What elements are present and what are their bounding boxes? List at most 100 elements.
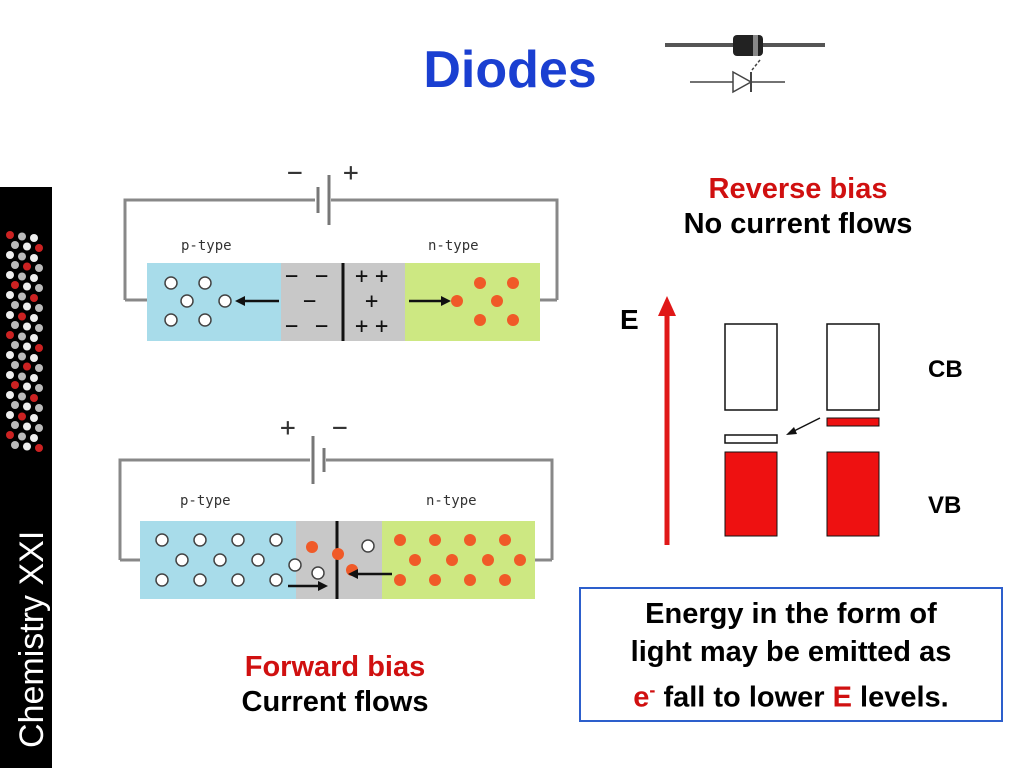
molecule-atom	[6, 411, 14, 419]
molecule-atom	[11, 241, 19, 249]
diode-symbol-illustration	[665, 35, 825, 94]
molecule-atom	[18, 272, 26, 281]
molecule-atom	[18, 292, 26, 301]
callout-middle-text: fall to lower	[655, 681, 833, 714]
callout-end-text: levels.	[851, 681, 949, 714]
diode-component-icon	[733, 35, 763, 56]
svg-text:−: −	[315, 314, 328, 339]
molecule-atom	[18, 392, 26, 401]
transition-arrow	[791, 417, 821, 433]
molecule-atom	[35, 344, 43, 352]
occupied-level-right	[826, 417, 880, 427]
valence-band-left	[724, 451, 778, 537]
callout-line-3: e- fall to lower E levels.	[581, 671, 1001, 717]
molecule-atom	[23, 302, 31, 311]
svg-text:+: +	[375, 264, 388, 289]
n-type-label: n-type	[426, 493, 477, 509]
holes-group	[164, 276, 232, 327]
molecule-atom	[30, 314, 38, 322]
molecule-atom	[6, 231, 14, 239]
reverse-bias-junction-diagram: − + p-type n-type −− − −− ++ + ++	[123, 158, 559, 341]
molecule-atom	[6, 431, 14, 439]
electron-symbol: e	[633, 681, 650, 714]
molecule-atom	[11, 281, 19, 289]
callout-line-1: Energy in the form of	[645, 598, 937, 630]
energy-axis-label: E	[620, 304, 639, 335]
svg-text:−: −	[285, 264, 298, 289]
molecule-atom	[30, 234, 38, 242]
molecule-atom	[6, 371, 14, 379]
molecule-atom	[30, 274, 38, 282]
svg-text:+: +	[365, 289, 378, 314]
molecule-atom	[30, 394, 38, 402]
electrons-group	[306, 534, 526, 586]
molecule-atom	[23, 382, 31, 391]
molecule-atom	[11, 381, 19, 389]
svg-text:+: +	[355, 314, 368, 339]
battery-plus-sign: +	[280, 413, 296, 443]
molecule-atom	[18, 232, 26, 241]
n-region	[382, 521, 535, 599]
electron-superscript: -	[649, 680, 656, 700]
electrons-group	[451, 277, 519, 326]
callout-line-2: light may be emitted as	[630, 636, 952, 668]
molecule-atom	[23, 242, 31, 251]
vb-label: VB	[928, 492, 962, 519]
molecule-atom	[35, 404, 43, 412]
conduction-band-left	[724, 323, 778, 411]
molecule-atom	[18, 412, 26, 421]
molecule-atom	[23, 262, 31, 271]
molecule-atom	[23, 282, 31, 291]
molecule-atom	[6, 351, 14, 359]
molecule-atom	[11, 321, 19, 329]
energy-band-diagram	[658, 296, 880, 545]
molecule-atom	[23, 342, 31, 351]
reverse-bias-subtitle: No current flows	[683, 208, 913, 240]
molecule-atom	[18, 312, 26, 321]
molecule-atom	[30, 254, 38, 262]
molecule-atom	[35, 384, 43, 392]
molecule-atom	[35, 284, 43, 292]
molecule-atom	[30, 374, 38, 382]
diode-schematic-icon	[732, 70, 753, 94]
valence-band-right	[826, 451, 880, 537]
page-title: Diodes	[423, 41, 597, 99]
p-type-label: p-type	[180, 493, 231, 509]
molecule-atom	[35, 364, 43, 372]
n-type-label: n-type	[428, 238, 479, 254]
molecule-atom	[35, 244, 43, 252]
molecule-atom	[23, 422, 31, 431]
molecule-atom	[6, 271, 14, 279]
molecule-atom	[35, 424, 43, 432]
svg-text:−: −	[315, 264, 328, 289]
molecule-atom	[18, 372, 26, 381]
molecule-atom	[6, 251, 14, 259]
svg-text:+: +	[375, 314, 388, 339]
molecule-atom	[30, 414, 38, 422]
sidebar-label: Chemistry XXI	[13, 530, 51, 748]
cb-label: CB	[928, 356, 963, 383]
reverse-bias-caption: Reverse bias No current flows	[640, 172, 956, 242]
molecule-atom	[11, 261, 19, 269]
molecule-atom	[30, 434, 38, 442]
molecule-atom	[23, 402, 31, 411]
molecule-atom	[6, 331, 14, 339]
molecule-chain-icon	[6, 231, 43, 452]
reverse-bias-title: Reverse bias	[708, 173, 888, 205]
molecule-atom	[18, 432, 26, 441]
molecule-atom	[18, 332, 26, 341]
molecule-atom	[11, 361, 19, 369]
svg-text:−: −	[285, 314, 298, 339]
forward-bias-caption: Forward bias Current flows	[180, 650, 490, 720]
molecule-atom	[23, 442, 31, 451]
molecule-atom	[18, 352, 26, 361]
forward-bias-subtitle: Current flows	[241, 686, 429, 718]
holes-group	[155, 533, 375, 587]
molecule-atom	[35, 444, 43, 452]
molecule-atom	[23, 322, 31, 331]
molecule-atom	[23, 362, 31, 371]
molecule-atom	[6, 311, 14, 319]
battery-plus-sign: +	[343, 158, 359, 188]
molecule-atom	[11, 441, 19, 449]
energy-symbol: E	[832, 681, 852, 714]
